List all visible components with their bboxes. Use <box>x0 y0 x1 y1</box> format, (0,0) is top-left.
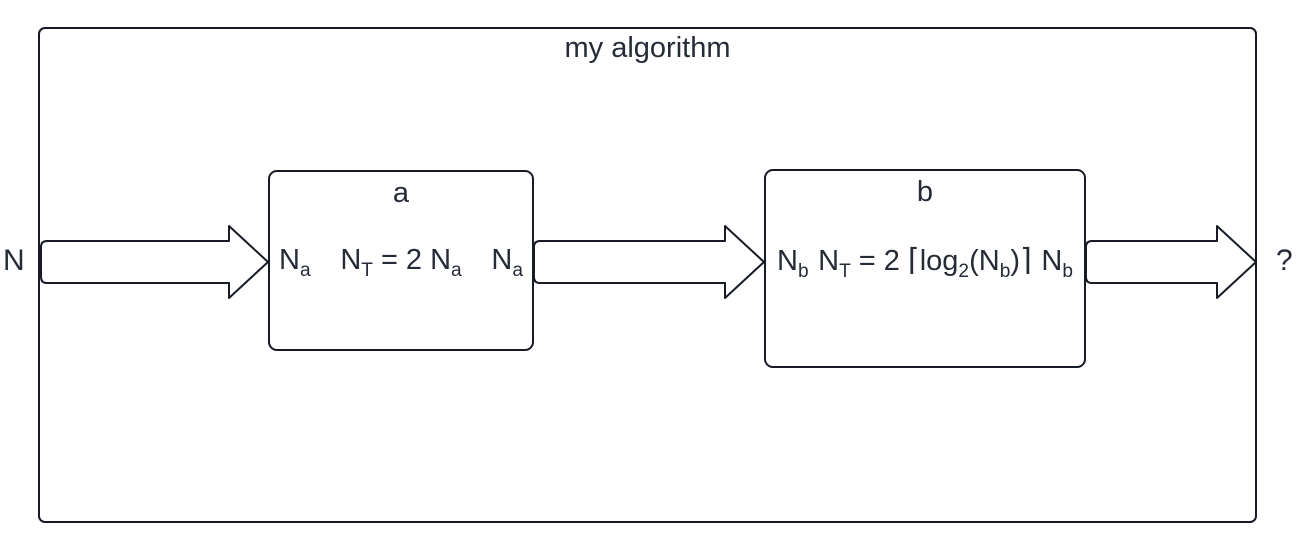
box-a-name: a <box>392 177 410 209</box>
formula-token: = <box>858 245 876 277</box>
port-var-subscript: a <box>299 259 311 281</box>
output-label: ? <box>1276 244 1293 277</box>
port-var: N <box>1041 245 1063 277</box>
port-var: N <box>777 245 798 277</box>
box-a-output-port-label: Na <box>491 246 523 280</box>
port-var-subscript: b <box>797 260 809 282</box>
port-var-subscript: a <box>512 259 523 281</box>
box-b-output-port-label: Nb <box>1041 247 1073 281</box>
box-b-content-row: Nb NT=2⌈log2(Nb)⌉ Nb <box>766 243 1084 282</box>
formula-token: 2 <box>405 244 423 276</box>
formula-token: 2 <box>883 245 900 277</box>
formula-token-subscript: T <box>361 259 373 281</box>
formula-token: log <box>919 245 959 277</box>
formula-token: = <box>380 244 398 276</box>
formula-token: ( <box>969 245 979 277</box>
formula-token: N <box>818 245 840 277</box>
input-flow-arrow-icon <box>40 225 269 299</box>
formula-token: ) <box>1010 245 1020 277</box>
formula-token-subscript: T <box>839 260 851 282</box>
box-b-formula: NT=2⌈log2(Nb)⌉ <box>818 243 1032 282</box>
formula-token-subscript: b <box>999 260 1011 282</box>
formula-token-subscript: 2 <box>958 260 970 282</box>
input-label: N <box>3 244 25 277</box>
box-b-name: b <box>916 176 934 208</box>
algorithm-title: my algorithm <box>564 32 731 64</box>
formula-token: N <box>978 245 1000 277</box>
formula-token: N <box>340 244 362 276</box>
port-var: N <box>279 244 300 276</box>
box-b-input-port-label: Nb <box>777 247 809 281</box>
port-var: N <box>491 244 513 276</box>
output-flow-arrow-icon <box>1085 225 1257 299</box>
ceiling-close-bracket: ⌉ <box>1020 243 1032 278</box>
a-to-b-flow-arrow-icon <box>533 225 765 299</box>
box-a-input-port-label: Na <box>279 246 311 280</box>
port-var-subscript: b <box>1062 260 1073 282</box>
formula-token-subscript: a <box>451 259 462 281</box>
formula-token: N <box>430 244 452 276</box>
ceiling-open-bracket: ⌈ <box>907 243 920 278</box>
process-box-b: b Nb NT=2⌈log2(Nb)⌉ Nb <box>764 169 1086 368</box>
